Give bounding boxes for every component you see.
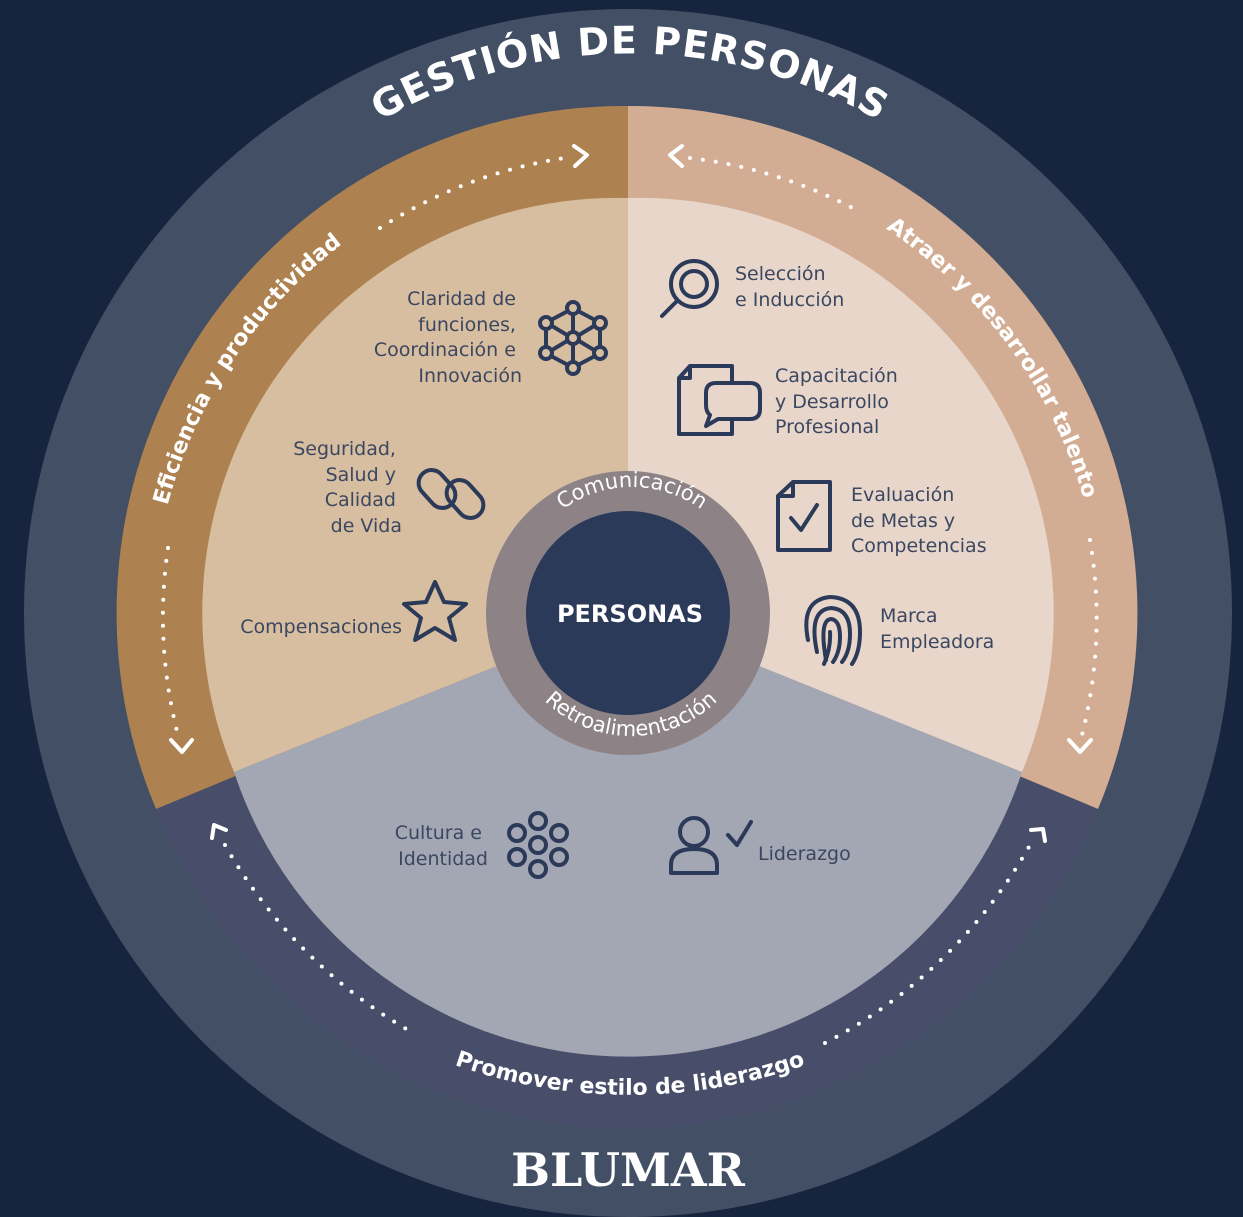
sector-bottom <box>234 613 1022 1057</box>
item-seleccion: Selección e Inducción <box>660 259 844 318</box>
item-line: Salud y <box>326 464 396 486</box>
document-chat-icon <box>677 364 762 436</box>
dotted-arrows <box>160 144 1099 1045</box>
item-line: Profesional <box>775 416 879 438</box>
item-line: Competencias <box>851 535 987 557</box>
star-icon <box>402 580 468 642</box>
item-line: Capacitación <box>775 365 898 387</box>
magnifier-icon <box>660 259 719 318</box>
svg-text:Selección e Inducción: Selección e Inducción <box>735 263 844 311</box>
item-line: Marca <box>880 605 938 627</box>
item-line: de Vida <box>331 515 402 537</box>
item-line: de Metas y <box>851 510 955 532</box>
brand-logo-text: BLUMAR <box>511 1143 745 1197</box>
item-line: Compensaciones <box>240 616 402 638</box>
item-compensaciones: Compensaciones <box>240 580 468 642</box>
item-line: Cultura e <box>395 822 482 844</box>
center-core <box>526 511 730 715</box>
item-line: Calidad <box>325 489 396 511</box>
item-line: Liderazgo <box>758 843 851 865</box>
item-line: Evaluación <box>851 484 954 506</box>
item-line: Seguridad, <box>293 438 396 460</box>
item-cultura: Cultura e Identidad <box>395 811 569 879</box>
fingerprint-icon <box>804 595 862 666</box>
item-line: y Desarrollo <box>775 391 889 413</box>
item-line: Claridad de <box>407 288 516 310</box>
svg-text:Capacitación y Desarroll: Capacitación y Desarrollo Profesional <box>775 365 904 438</box>
svg-text:Marca Empleadora: Marca Empleadora <box>880 605 994 653</box>
item-line: Innovación <box>418 365 522 387</box>
item-line: e Inducción <box>735 289 844 311</box>
svg-text:Claridad de funciones,: Claridad de funciones, Coordinación e In… <box>374 288 522 387</box>
svg-text:Seguridad, Salud y: Seguridad, Salud y Calidad de Vida <box>293 438 402 537</box>
item-claridad: Claridad de funciones, Coordinación e In… <box>374 288 608 387</box>
item-marca: Marca Empleadora <box>804 595 994 666</box>
item-seguridad: Seguridad, Salud y Calidad de Vida <box>293 438 486 537</box>
svg-text:Compensaciones: Compensaciones <box>240 616 402 638</box>
item-line: Selección <box>735 263 826 285</box>
person-check-icon <box>669 816 753 875</box>
item-evaluacion: Evaluación de Metas y Competencias <box>776 480 987 557</box>
svg-text:Evaluación de Metas y: Evaluación de Metas y Competencias <box>851 484 987 557</box>
circle-cluster-icon <box>507 811 569 879</box>
item-line: funciones, <box>418 314 516 336</box>
svg-text:Cultura e Identidad: Cultura e Identidad <box>395 822 488 870</box>
network-nodes-icon <box>538 300 608 376</box>
item-capacitacion: Capacitación y Desarrollo Profesional <box>677 364 904 438</box>
item-line: Identidad <box>398 848 488 870</box>
checklist-document-icon <box>776 480 832 552</box>
item-line: Coordinación e <box>374 339 516 361</box>
item-liderazgo: Liderazgo <box>669 816 851 875</box>
center-label: PERSONAS <box>557 600 703 628</box>
item-line: Empleadora <box>880 631 994 653</box>
svg-text:Liderazgo: Liderazgo <box>758 843 851 865</box>
chain-link-icon <box>416 468 486 520</box>
